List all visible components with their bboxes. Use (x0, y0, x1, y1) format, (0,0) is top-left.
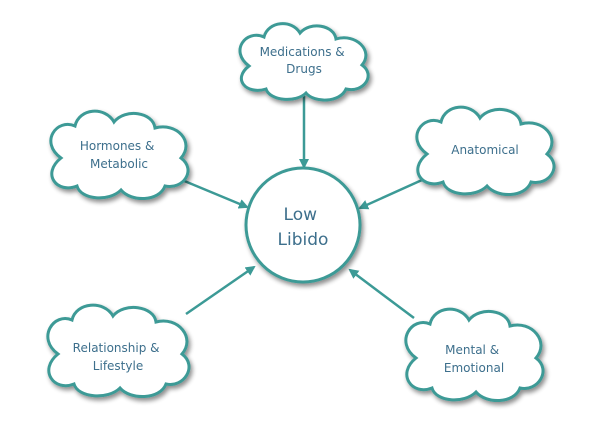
center-circle (244, 166, 362, 284)
cause-label-medications: Medications & Drugs (260, 45, 349, 76)
cause-label-anatomical: Anatomical (451, 143, 519, 157)
center-label: Low Libido (278, 205, 329, 250)
arrow-anatomical (358, 178, 423, 210)
cloud-hormones: Hormones & Metabolic (49, 109, 190, 200)
arrow-mental (348, 268, 415, 319)
cloud-medications: Medications & Drugs (238, 22, 370, 102)
cloud-relationship: Relationship & Lifestyle (46, 303, 191, 398)
arrow-relationship (185, 265, 256, 316)
cause-label-relationship: Relationship & Lifestyle (73, 341, 164, 373)
cause-label-mental: Mental & Emotional (444, 343, 504, 375)
arrow-hormones (181, 178, 249, 209)
arrows (181, 96, 423, 319)
center-node: Low Libido (244, 166, 362, 284)
cause-label-hormones: Hormones & Metabolic (80, 139, 158, 171)
cloud-anatomical: Anatomical (415, 105, 556, 196)
cloud-mental: Mental & Emotional (404, 307, 545, 402)
